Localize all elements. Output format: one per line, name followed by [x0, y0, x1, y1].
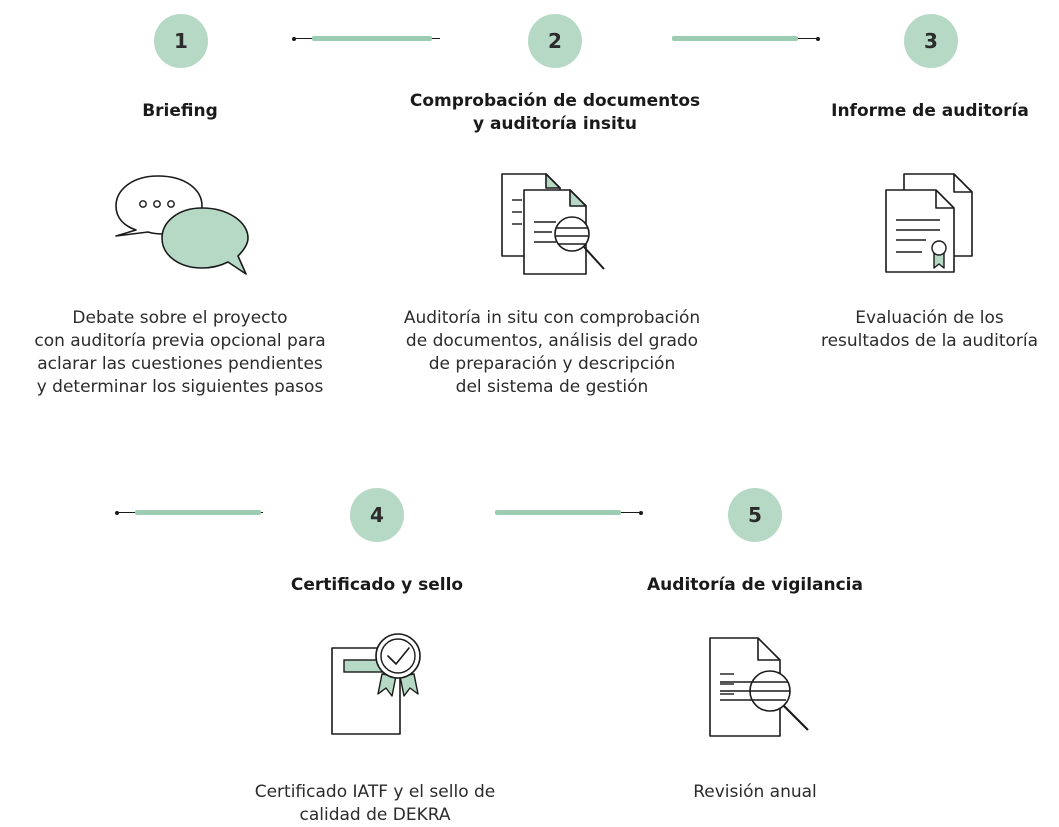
step-3-description: Evaluación de los resultados de la audit… — [820, 308, 1039, 351]
speech-bubbles-icon — [115, 175, 249, 275]
step-5-title: Auditoría de vigilancia — [647, 575, 863, 595]
step-1-number: 1 — [154, 14, 208, 68]
step-3-title: Informe de auditoría — [831, 101, 1029, 121]
step-1-description: Debate sobre el proyecto con auditoría p… — [34, 308, 326, 397]
step-5-description: Revisión anual — [693, 782, 817, 802]
report-certificate-icon — [885, 173, 973, 273]
connector-4-5 — [495, 510, 645, 516]
step-3-number: 3 — [904, 14, 958, 68]
step-2-number: 2 — [528, 14, 582, 68]
step-5-number: 5 — [728, 488, 782, 542]
step-4-title: Certificado y sello — [290, 575, 464, 595]
step-1-title: Briefing — [142, 101, 218, 121]
step-2-description: Auditoría in situ con comprobación de do… — [403, 308, 701, 397]
connector-2-3 — [672, 36, 822, 42]
connector-1-2 — [292, 36, 440, 42]
documents-magnifier-icon — [501, 173, 605, 275]
step-2-title: Comprobación de documentos y auditoría i… — [409, 91, 701, 134]
connector-to-4 — [115, 510, 263, 516]
step-4-number: 4 — [350, 488, 404, 542]
document-review-icon — [709, 637, 809, 737]
certificate-seal-icon — [331, 633, 421, 735]
step-4-description: Certificado IATF y el sello de calidad d… — [254, 782, 496, 825]
